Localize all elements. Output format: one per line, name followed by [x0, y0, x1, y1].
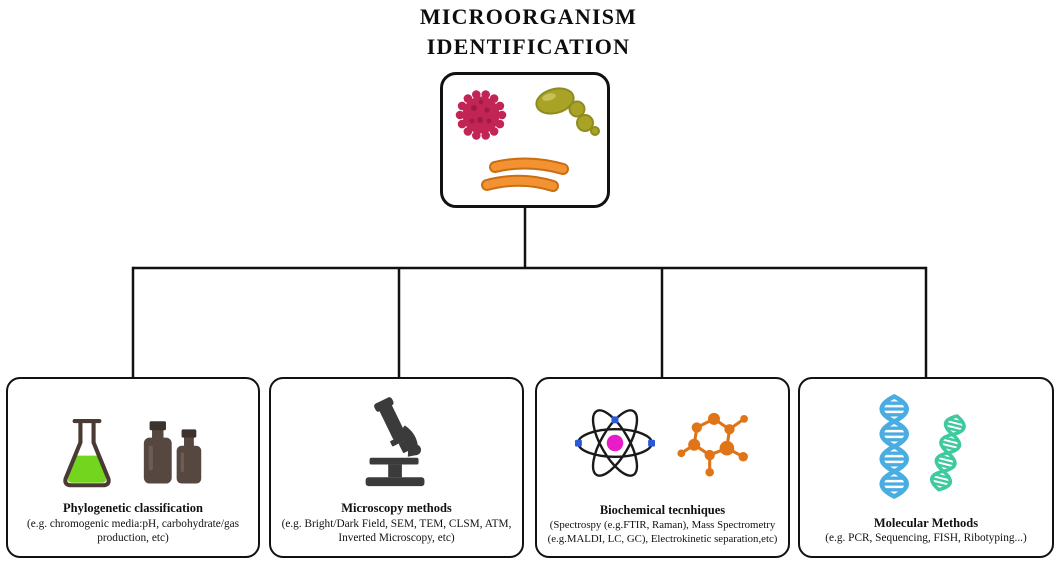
- virus-icon: [455, 90, 507, 140]
- microorganisms-illustration: [455, 87, 600, 192]
- method-title: Phylogenetic classification: [63, 501, 203, 516]
- microscopy-icons: [271, 379, 522, 498]
- molecular-text: Molecular Methods (e.g. PCR, Sequencing,…: [800, 513, 1052, 556]
- root-node-microorganisms: [440, 72, 610, 208]
- dna-blue-strand: [879, 394, 909, 499]
- biochemical-icons: [537, 379, 788, 500]
- method-description: (e.g. PCR, Sequencing, FISH, Ribotyping.…: [825, 532, 1027, 545]
- method-description: (Spectrospy (e.g.FTIR, Raman), Mass Spec…: [547, 518, 778, 545]
- page-title-line1: MICROORGANISM: [419, 4, 638, 29]
- microscope-icon: [365, 396, 424, 486]
- yeast-cells-icon: [535, 87, 600, 136]
- erlenmeyer-flask-icon: [63, 419, 111, 488]
- method-title: Microscopy methods: [341, 501, 452, 516]
- method-description: (e.g. chromogenic media:pH, carbohydrate…: [26, 517, 240, 545]
- molecular-icons: [800, 379, 1052, 513]
- method-box-microscopy: Microscopy methods (e.g. Bright/Dark Fie…: [269, 377, 524, 558]
- page-title-line2: IDENTIFICATION: [426, 33, 631, 59]
- method-title: Molecular Methods: [873, 516, 979, 531]
- dna-helix-icon: [879, 394, 966, 499]
- atom-icon: [574, 409, 655, 478]
- method-description: (e.g. Bright/Dark Field, SEM, TEM, CLSM,…: [281, 517, 512, 545]
- dna-teal-strand: [930, 414, 966, 492]
- page-title: MICROORGANISM IDENTIFICATION: [0, 2, 1057, 61]
- molecule-icon: [676, 413, 748, 477]
- bacteria-rods-icon: [481, 157, 569, 192]
- method-box-molecular: Molecular Methods (e.g. PCR, Sequencing,…: [798, 377, 1054, 558]
- microscopy-text: Microscopy methods (e.g. Bright/Dark Fie…: [271, 498, 522, 556]
- phylogenetic-text: Phylogenetic classification (e.g. chromo…: [8, 498, 258, 556]
- method-box-phylogenetic: Phylogenetic classification (e.g. chromo…: [6, 377, 260, 558]
- phylogenetic-icons: [8, 379, 258, 498]
- biochemical-text: Biochemical tecnhiques (Spectrospy (e.g.…: [537, 500, 788, 556]
- method-box-biochemical: Biochemical tecnhiques (Spectrospy (e.g.…: [535, 377, 790, 558]
- reagent-bottles-icon: [143, 421, 202, 484]
- method-title: Biochemical tecnhiques: [599, 502, 726, 517]
